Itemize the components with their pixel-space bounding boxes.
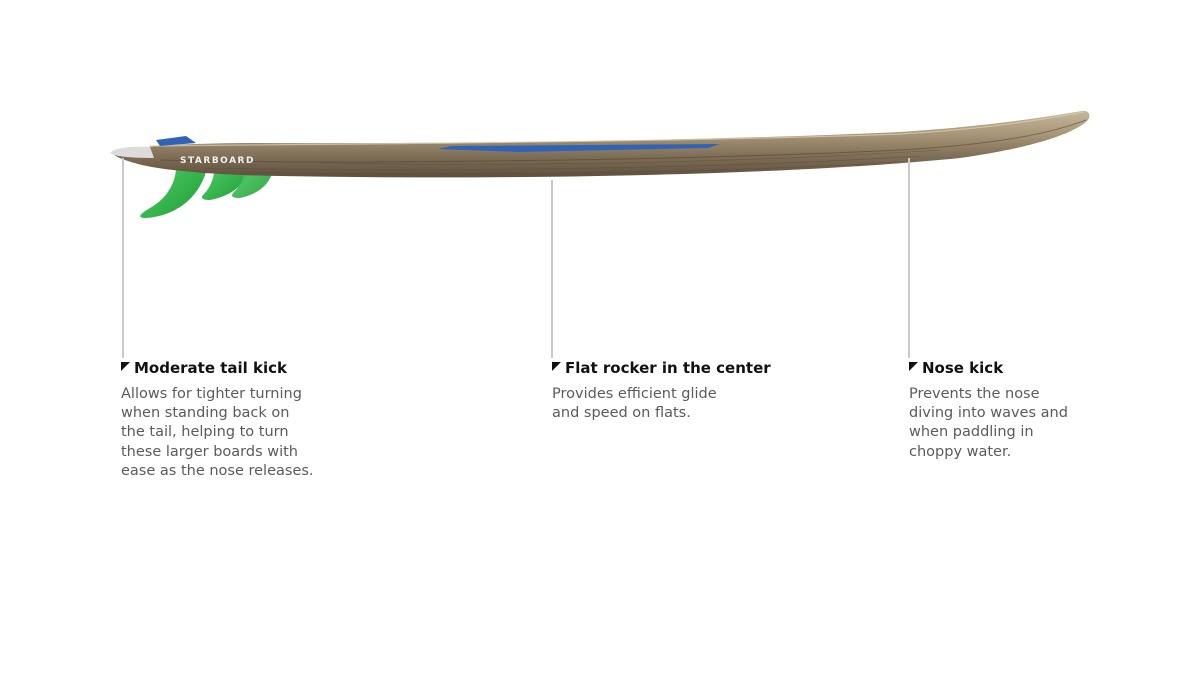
callout-flat-rocker: Flat rocker in the center Provides effic…	[552, 357, 771, 423]
leader-line-center	[551, 180, 553, 358]
corner-marker-icon	[121, 361, 130, 371]
callout-description: Allows for tighter turning when standing…	[121, 386, 314, 479]
fin-rear	[140, 160, 206, 218]
board-body	[112, 110, 1090, 178]
tail-tip	[110, 146, 154, 158]
leader-line-tail	[122, 158, 124, 358]
corner-marker-icon	[909, 361, 918, 371]
deck-pad	[438, 144, 720, 152]
tail-pad	[156, 136, 196, 146]
wood-grain	[199, 149, 941, 175]
corner-marker-icon	[552, 361, 561, 371]
rail-line	[159, 119, 1087, 163]
callout-nose-kick: Nose kick Prevents the nose diving into …	[909, 357, 1068, 462]
callout-title: Moderate tail kick	[134, 359, 288, 377]
callout-description: Provides efficient glide and speed on fl…	[552, 386, 717, 422]
callout-description: Prevents the nose diving into waves and …	[909, 386, 1068, 460]
leader-line-nose	[908, 158, 910, 358]
callout-heading: Moderate tail kick	[121, 357, 314, 379]
callout-heading: Flat rocker in the center	[552, 357, 771, 379]
deck-line	[149, 111, 1085, 147]
callout-tail-kick: Moderate tail kick Allows for tighter tu…	[121, 357, 314, 481]
brand-logo: STARBOARD	[180, 156, 255, 166]
callout-title: Nose kick	[922, 359, 1004, 377]
callout-title: Flat rocker in the center	[565, 359, 771, 377]
callout-heading: Nose kick	[909, 357, 1068, 379]
